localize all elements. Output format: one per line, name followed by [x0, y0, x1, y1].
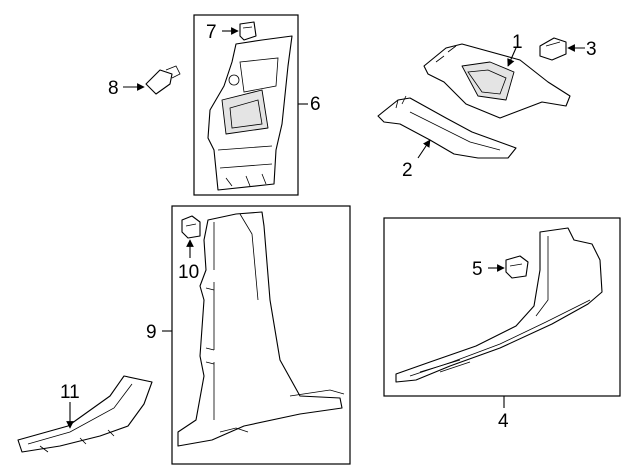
callout-4: 4 [498, 411, 509, 432]
group-box-9 [171, 205, 351, 465]
callout-6: 6 [310, 94, 321, 115]
callout-2: 2 [402, 160, 413, 181]
callout-5: 5 [472, 259, 483, 280]
part-4-rocker-sill-trim[interactable] [395, 227, 603, 383]
callout-9: 9 [146, 322, 157, 343]
part-10-clip[interactable] [181, 215, 201, 239]
part-8-clip[interactable] [145, 65, 181, 95]
part-7-clip[interactable] [239, 21, 257, 41]
part-1-windshield-pillar-trim[interactable] [423, 43, 571, 119]
part-5-clip[interactable] [505, 255, 529, 279]
part-2-lower-windshield-pillar-trim[interactable] [377, 95, 517, 159]
part-9-lower-pillar-trim[interactable] [177, 211, 345, 447]
callout-3: 3 [586, 39, 597, 60]
callout-1: 1 [512, 32, 523, 53]
leader-2 [417, 139, 431, 159]
part-11-rear-sill-plate[interactable] [17, 375, 153, 453]
part-6-upper-pillar-trim[interactable] [207, 35, 293, 191]
group-box-4 [383, 217, 621, 397]
callout-7: 7 [206, 22, 217, 43]
group-box-6 [193, 14, 299, 196]
part-3-clip[interactable] [539, 37, 567, 61]
callout-11: 11 [60, 382, 80, 403]
callout-8: 8 [108, 78, 119, 99]
callout-10: 10 [178, 262, 199, 283]
leader-1 [507, 47, 517, 67]
